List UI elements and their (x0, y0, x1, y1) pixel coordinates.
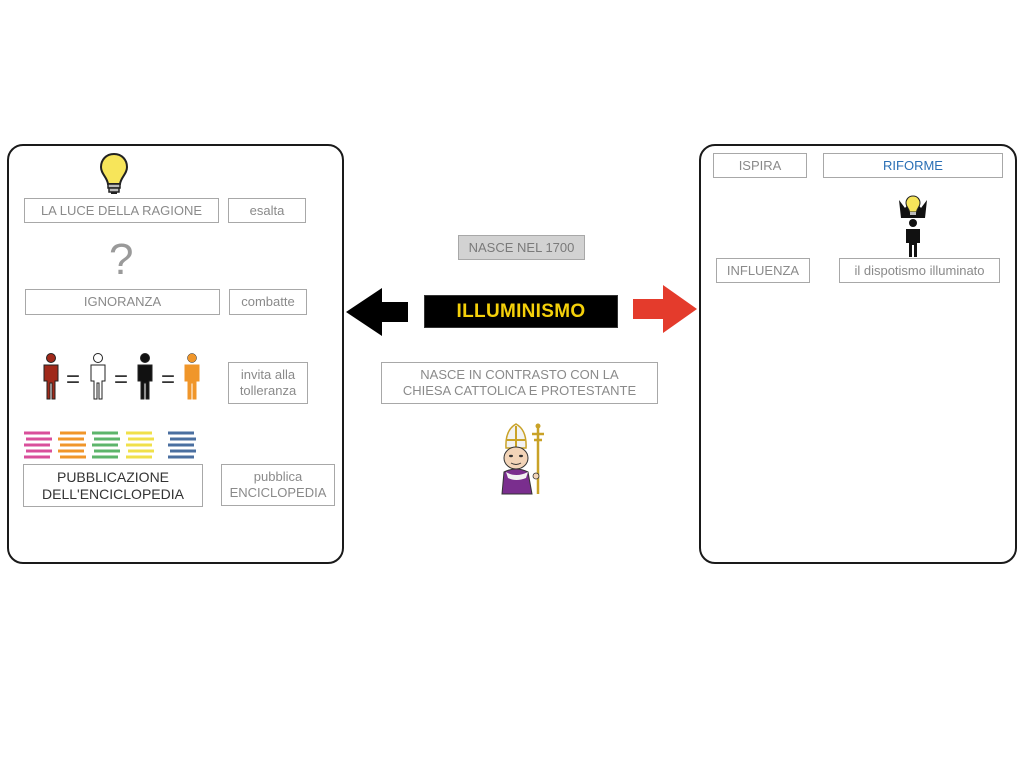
equals-sign: = (161, 366, 176, 393)
light-of-reason-label: LA LUCE DELLA RAGIONE (24, 198, 219, 223)
enlightened-despotism-label: il dispotismo illuminato (839, 258, 1000, 283)
born-1700-label: NASCE NEL 1700 (458, 235, 585, 260)
illuminismo-title: ILLUMINISMO (424, 295, 618, 328)
inspires-label: ISPIRA (713, 153, 807, 178)
tolerance-label: invita alla tolleranza (228, 362, 308, 404)
light-bulb-icon (99, 152, 129, 194)
exalts-label: esalta (228, 198, 306, 223)
enlightened-ruler-icon (899, 195, 927, 257)
publishes-encyclopedia-label: pubblica ENCICLOPEDIA (221, 464, 335, 506)
question-mark-icon: ? (109, 235, 134, 284)
encyclopedia-publication-label: PUBBLICAZIONE DELL'ENCICLOPEDIA (23, 464, 203, 507)
equals-sign: = (66, 366, 81, 393)
equals-sign: = (114, 366, 129, 393)
right-arrow-icon (633, 285, 697, 333)
pope-icon (501, 423, 544, 495)
person-black-icon (137, 353, 153, 400)
person-white-icon (90, 353, 106, 400)
person-red-icon (43, 353, 59, 400)
ignorance-label: IGNORANZA (25, 289, 220, 315)
right-panel (699, 144, 1017, 564)
contrast-with-church-label: NASCE IN CONTRASTO CON LA CHIESA CATTOLI… (381, 362, 658, 404)
left-arrow-icon (346, 288, 408, 336)
books-icon (24, 431, 196, 459)
influences-label: INFLUENZA (716, 258, 810, 283)
reforms-label: RIFORME (823, 153, 1003, 178)
person-orange-icon (184, 353, 200, 400)
fights-label: combatte (229, 289, 307, 315)
